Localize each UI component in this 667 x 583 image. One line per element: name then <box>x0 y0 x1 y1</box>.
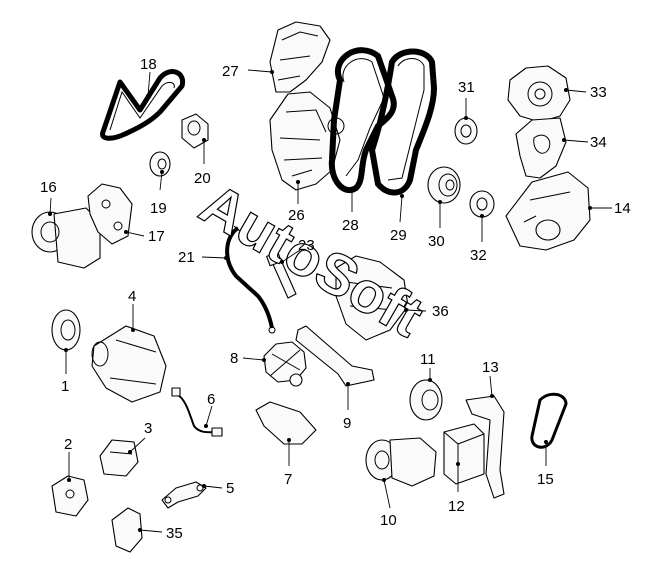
part-6-sensor-cable <box>171 387 223 437</box>
callout-18: 18 <box>140 56 157 73</box>
callout-1: 1 <box>61 378 69 395</box>
callout-33: 33 <box>590 84 607 101</box>
callout-34: 34 <box>590 134 607 151</box>
part-30-crank-pulley <box>427 166 461 204</box>
callout-7: 7 <box>284 471 292 488</box>
callout-17: 17 <box>148 228 165 245</box>
part-23-bolt <box>266 251 297 299</box>
part-19-idler <box>149 151 171 177</box>
part-18-accessory-belt <box>100 69 186 141</box>
part-2-mount-bracket <box>51 475 89 517</box>
callout-20: 20 <box>194 170 211 187</box>
part-1-compressor-pulley <box>51 309 81 351</box>
part-32-guide-pulley <box>469 190 495 218</box>
part-34-gasket <box>515 117 567 179</box>
part-31-idler-pulley <box>454 117 478 145</box>
part-17-bracket <box>87 183 133 245</box>
callout-5: 5 <box>226 480 234 497</box>
part-36-mount-bracket <box>335 255 409 341</box>
part-9-bracket-strip <box>295 325 375 387</box>
part-8-fan-clutch <box>263 341 307 387</box>
callout-31: 31 <box>458 79 475 96</box>
callout-9: 9 <box>343 415 351 432</box>
part-13-coolant-pipe <box>465 395 505 499</box>
part-4-ac-compressor <box>91 325 167 403</box>
callout-11: 11 <box>420 351 436 368</box>
callout-2: 2 <box>64 436 72 453</box>
callout-36: 36 <box>432 303 449 320</box>
callout-8: 8 <box>230 350 238 367</box>
callout-27: 27 <box>222 63 239 80</box>
part-29-timing-belt-right <box>369 48 437 196</box>
callout-26: 26 <box>288 207 305 224</box>
part-14-front-cover <box>505 171 591 251</box>
callout-labels: 18 27 31 33 34 14 16 17 19 20 26 28 29 3… <box>40 56 631 542</box>
callout-3: 3 <box>144 420 152 437</box>
part-10-thermostat-housing <box>365 437 437 487</box>
part-20-tensioner <box>181 113 209 149</box>
callout-28: 28 <box>342 217 359 234</box>
part-33-oil-pump <box>507 65 571 123</box>
part-7-support-bracket <box>255 401 317 445</box>
part-16-water-pump <box>31 207 101 269</box>
leader-lines <box>48 69 612 533</box>
callout-15: 15 <box>537 471 554 488</box>
callout-12: 12 <box>448 498 465 515</box>
callout-30: 30 <box>428 233 445 250</box>
callout-35: 35 <box>166 525 183 542</box>
part-3-mount-block <box>99 439 139 477</box>
part-11-pulley-hub <box>409 379 443 421</box>
callout-13: 13 <box>482 359 499 376</box>
part-21-hose-pipe <box>225 225 276 334</box>
part-27-upper-timing-cover <box>269 21 331 93</box>
part-35-clamp-bracket <box>111 507 143 553</box>
callout-6: 6 <box>207 391 215 408</box>
part-5-link-arm <box>161 481 207 509</box>
part-15-drive-belt <box>530 392 568 449</box>
callout-4: 4 <box>128 288 136 305</box>
callout-23: 23 <box>298 237 315 254</box>
callout-19: 19 <box>150 200 167 217</box>
callout-14: 14 <box>614 200 631 217</box>
callout-16: 16 <box>40 179 57 196</box>
callout-32: 32 <box>470 247 487 264</box>
callout-29: 29 <box>390 227 407 244</box>
part-12-control-module <box>443 423 485 485</box>
callout-10: 10 <box>380 512 397 529</box>
callout-21: 21 <box>178 249 195 266</box>
